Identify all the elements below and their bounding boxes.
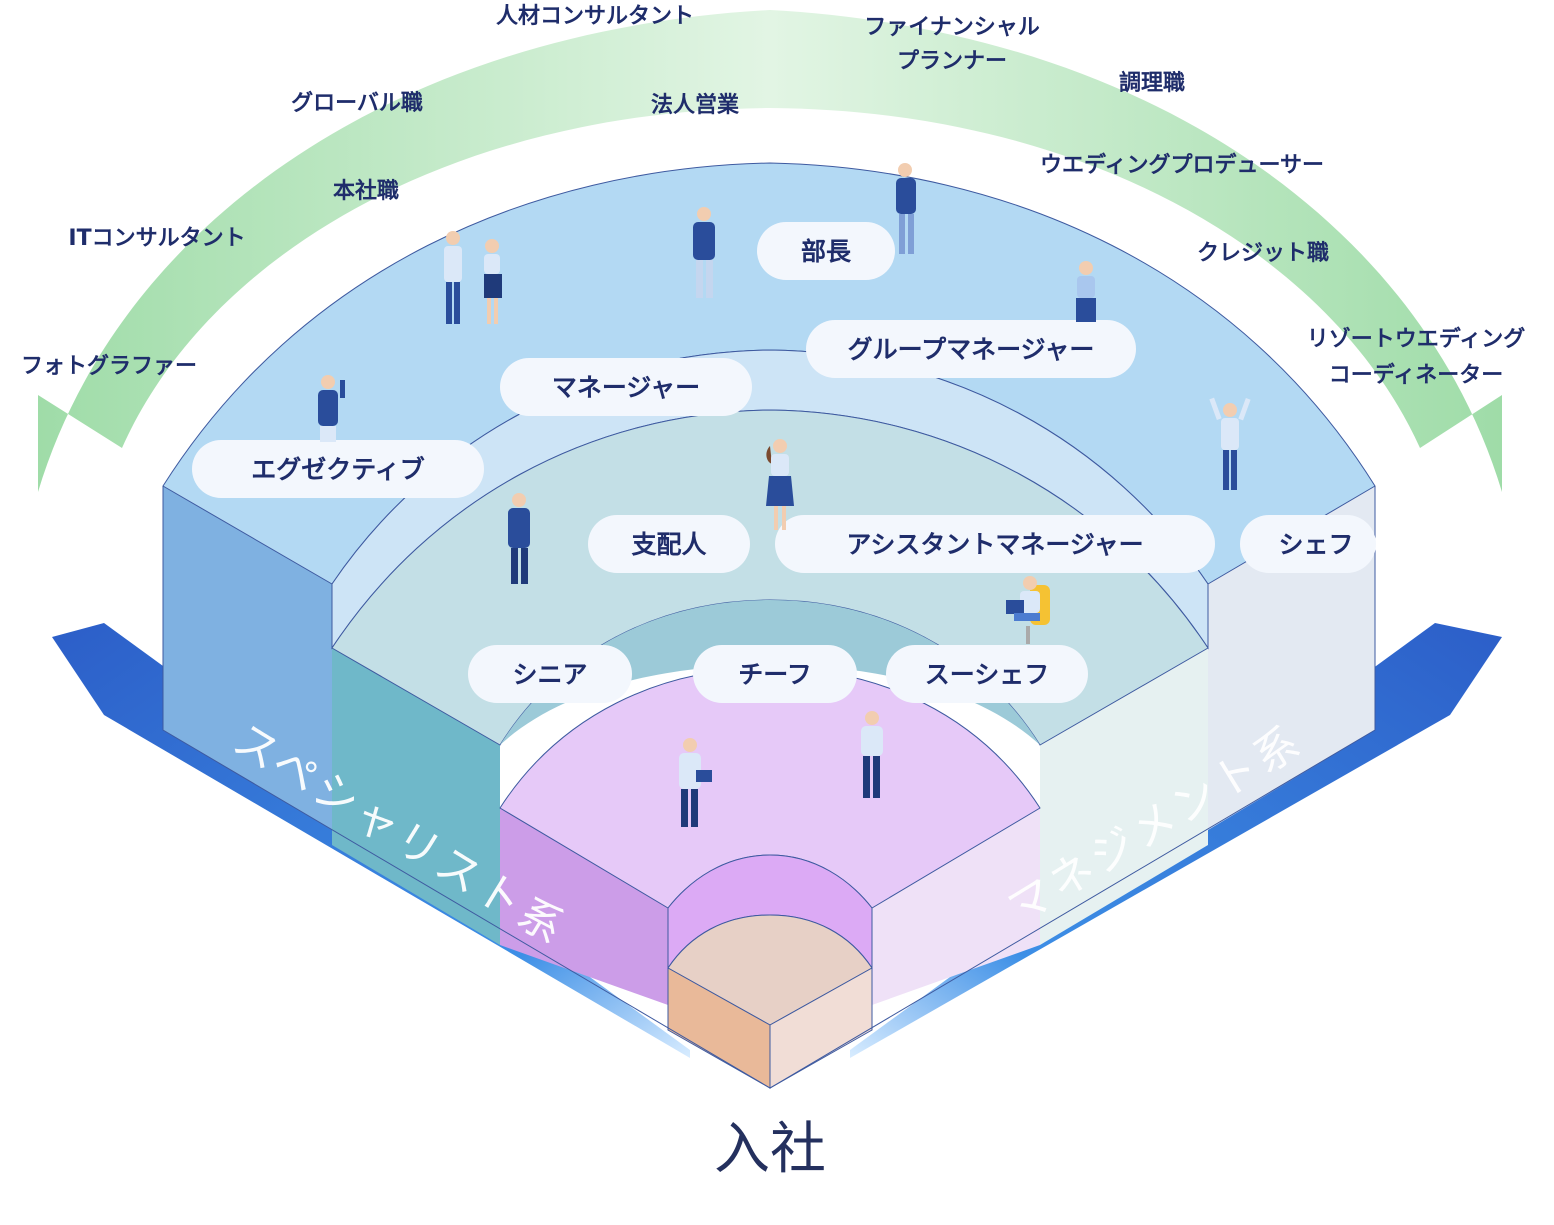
position-pill: 部長 (757, 222, 895, 280)
person-icon-walking-man (896, 163, 916, 254)
job-label: クレジット職 (1197, 240, 1329, 266)
entry-wedge-top (667, 914, 873, 1026)
position-label: シェフ (1278, 530, 1353, 559)
entry-label: 入社 (714, 1117, 826, 1182)
position-label: マネージャー (552, 373, 700, 402)
person-icon-woman-laptop-chair (1006, 576, 1050, 644)
job-label: 法人営業 (651, 92, 740, 118)
inner-ring-top (500, 600, 1040, 745)
outline (162, 486, 1376, 1089)
person-icon-waving-man (318, 375, 345, 442)
person-icon-man-laptop (679, 738, 712, 827)
job-label: 人材コンサルタント (496, 4, 694, 29)
position-label: スーシェフ (925, 660, 1050, 689)
job-label: ファイナンシャル (864, 15, 1040, 40)
position-label: アシスタントマネージャー (846, 530, 1143, 559)
person-icon-walking-man (693, 207, 715, 298)
position-label: シニア (512, 660, 587, 689)
person-icon-standing-woman (1076, 261, 1096, 322)
job-label: プランナー (897, 49, 1007, 74)
position-pill: アシスタントマネージャー (775, 515, 1215, 573)
position-label: グループマネージャー (848, 335, 1095, 364)
person-icon-walking-woman (766, 439, 794, 530)
position-pill: スーシェフ (886, 645, 1088, 703)
position-pills: 部長 グループマネージャー マネージャー エグゼクティブ 支配人 アシスタントマ… (192, 222, 1376, 703)
core-ring-right-wall (872, 808, 1040, 1005)
position-label: チーフ (738, 660, 812, 689)
position-pill: シェフ (1240, 515, 1376, 573)
person-icon-talking-pair (444, 231, 502, 324)
career-arc-band (38, 10, 1502, 492)
person-icon-man-phone (861, 711, 883, 798)
job-label: グローバル職 (291, 90, 423, 116)
person-icon-businessman (508, 493, 530, 584)
position-pill: エグゼクティブ (192, 440, 484, 498)
job-label: リゾートウエディング (1307, 326, 1525, 352)
position-label: エグゼクティブ (251, 455, 425, 484)
position-pill: グループマネージャー (806, 320, 1136, 378)
position-label: 部長 (801, 237, 852, 266)
outer-arc-jobs: 人材コンサルタント ファイナンシャル プランナー グローバル職 法人営業 調理職… (21, 4, 1525, 388)
position-pill: マネージャー (500, 358, 752, 416)
job-label: フォトグラファー (21, 353, 197, 379)
job-label: 本社職 (333, 178, 399, 204)
job-label: ITコンサルタント (68, 226, 245, 251)
core-ring-left-wall (500, 808, 668, 1005)
position-pill: 支配人 (588, 515, 750, 573)
outer-ring-left-wall (163, 486, 332, 830)
position-pill: シニア (468, 645, 632, 703)
middle-ring-left-wall (332, 648, 500, 945)
job-label: 調理職 (1119, 70, 1185, 96)
position-pill: チーフ (693, 645, 857, 703)
job-label: ウエディングプロデューサー (1040, 152, 1324, 178)
person-icon-cheering-person (1209, 397, 1251, 490)
middle-ring-right-wall (1040, 584, 1208, 945)
job-label: コーディネーター (1329, 362, 1503, 388)
position-label: 支配人 (631, 530, 706, 559)
